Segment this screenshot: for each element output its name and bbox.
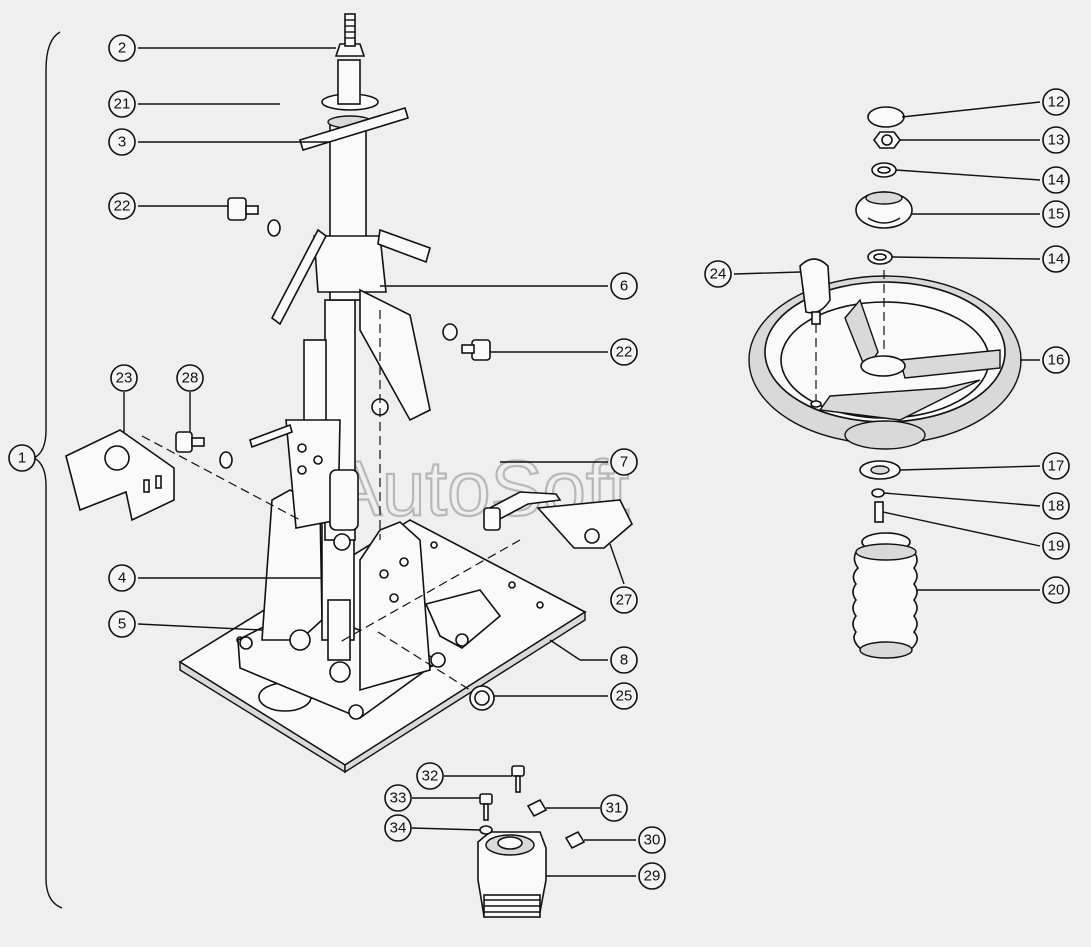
bolt-bracket bbox=[175, 431, 233, 469]
callout-15: 15 bbox=[1042, 200, 1070, 228]
svg-text:12: 12 bbox=[1048, 94, 1065, 111]
spinner-knob bbox=[799, 258, 831, 408]
callout-22-lower: 22 bbox=[610, 338, 638, 366]
callout-24: 24 bbox=[704, 260, 732, 288]
callout-31: 31 bbox=[600, 794, 628, 822]
svg-text:16: 16 bbox=[1048, 352, 1065, 369]
washer-mid bbox=[867, 249, 893, 265]
svg-text:33: 33 bbox=[390, 790, 407, 807]
callout-5: 5 bbox=[108, 610, 136, 638]
svg-text:4: 4 bbox=[118, 570, 126, 587]
svg-text:28: 28 bbox=[182, 370, 199, 387]
assembly-line bbox=[141, 435, 301, 521]
svg-text:18: 18 bbox=[1048, 498, 1065, 515]
svg-text:31: 31 bbox=[606, 800, 623, 817]
callout-13: 13 bbox=[1042, 126, 1070, 154]
knob-cap bbox=[855, 191, 913, 229]
callout-2: 2 bbox=[108, 34, 136, 62]
svg-text:27: 27 bbox=[616, 592, 633, 609]
fitting-31 bbox=[526, 798, 548, 818]
callout-28: 28 bbox=[176, 364, 204, 392]
assembly-brace bbox=[32, 31, 63, 909]
callout-25: 25 bbox=[610, 682, 638, 710]
callout-22-upper: 22 bbox=[108, 192, 136, 220]
callout-32: 32 bbox=[416, 762, 444, 790]
svg-text:7: 7 bbox=[620, 454, 628, 471]
callout-30: 30 bbox=[638, 826, 666, 854]
svg-text:3: 3 bbox=[118, 134, 126, 151]
callout-23: 23 bbox=[110, 364, 138, 392]
callout-16: 16 bbox=[1042, 346, 1070, 374]
svg-text:22: 22 bbox=[616, 344, 633, 361]
callout-1: 1 bbox=[8, 444, 36, 472]
steering-unit bbox=[477, 831, 547, 918]
clamp bbox=[424, 589, 502, 649]
callout-6: 6 bbox=[610, 272, 638, 300]
svg-text:32: 32 bbox=[422, 768, 439, 785]
bracket bbox=[65, 429, 175, 522]
svg-text:25: 25 bbox=[616, 688, 633, 705]
svg-text:8: 8 bbox=[620, 652, 628, 669]
bolt-32 bbox=[511, 765, 525, 793]
svg-text:24: 24 bbox=[710, 266, 727, 283]
callout-27: 27 bbox=[610, 586, 638, 614]
callout-33: 33 bbox=[384, 784, 412, 812]
svg-text:23: 23 bbox=[116, 370, 133, 387]
horn-cap bbox=[867, 106, 905, 128]
steering-wheel bbox=[748, 275, 1022, 450]
callout-19: 19 bbox=[1042, 532, 1070, 560]
callout-20: 20 bbox=[1042, 576, 1070, 604]
plate bbox=[859, 460, 901, 480]
bolt-upper bbox=[227, 197, 281, 237]
svg-text:14: 14 bbox=[1048, 251, 1065, 268]
svg-text:6: 6 bbox=[620, 278, 628, 295]
bolt-33 bbox=[479, 793, 493, 821]
small-washer bbox=[871, 488, 885, 498]
leader-lines bbox=[123, 47, 1041, 877]
callout-29: 29 bbox=[638, 862, 666, 890]
svg-text:13: 13 bbox=[1048, 132, 1065, 149]
svg-text:17: 17 bbox=[1048, 458, 1065, 475]
svg-text:34: 34 bbox=[390, 820, 407, 837]
callout-17: 17 bbox=[1042, 452, 1070, 480]
svg-text:5: 5 bbox=[118, 616, 126, 633]
washer-top bbox=[871, 162, 897, 178]
callout-8: 8 bbox=[610, 646, 638, 674]
assembly-line bbox=[377, 631, 471, 691]
spring bbox=[469, 685, 495, 711]
washer-34 bbox=[479, 825, 493, 835]
callout-18: 18 bbox=[1042, 492, 1070, 520]
assembly-line bbox=[339, 539, 521, 643]
nut bbox=[873, 131, 901, 149]
svg-text:1: 1 bbox=[18, 450, 26, 467]
svg-text:20: 20 bbox=[1048, 582, 1065, 599]
steering-column bbox=[249, 13, 431, 661]
callout-7: 7 bbox=[610, 448, 638, 476]
callout-12: 12 bbox=[1042, 88, 1070, 116]
fitting-30 bbox=[564, 830, 586, 850]
svg-text:29: 29 bbox=[644, 868, 661, 885]
svg-text:22: 22 bbox=[114, 198, 131, 215]
bolt-right bbox=[442, 323, 491, 361]
stud bbox=[874, 501, 884, 523]
svg-text:19: 19 bbox=[1048, 538, 1065, 555]
bellows-boot bbox=[852, 532, 918, 659]
svg-text:30: 30 bbox=[644, 832, 661, 849]
svg-text:2: 2 bbox=[118, 40, 126, 57]
callout-34: 34 bbox=[384, 814, 412, 842]
svg-text:14: 14 bbox=[1048, 172, 1065, 189]
lever bbox=[483, 491, 633, 549]
callout-4: 4 bbox=[108, 564, 136, 592]
callout-3: 3 bbox=[108, 128, 136, 156]
svg-text:21: 21 bbox=[114, 96, 131, 113]
svg-text:15: 15 bbox=[1048, 206, 1065, 223]
callout-21: 21 bbox=[108, 90, 136, 118]
callout-14-upper: 14 bbox=[1042, 166, 1070, 194]
pedestal bbox=[237, 489, 446, 720]
callout-14-lower: 14 bbox=[1042, 245, 1070, 273]
